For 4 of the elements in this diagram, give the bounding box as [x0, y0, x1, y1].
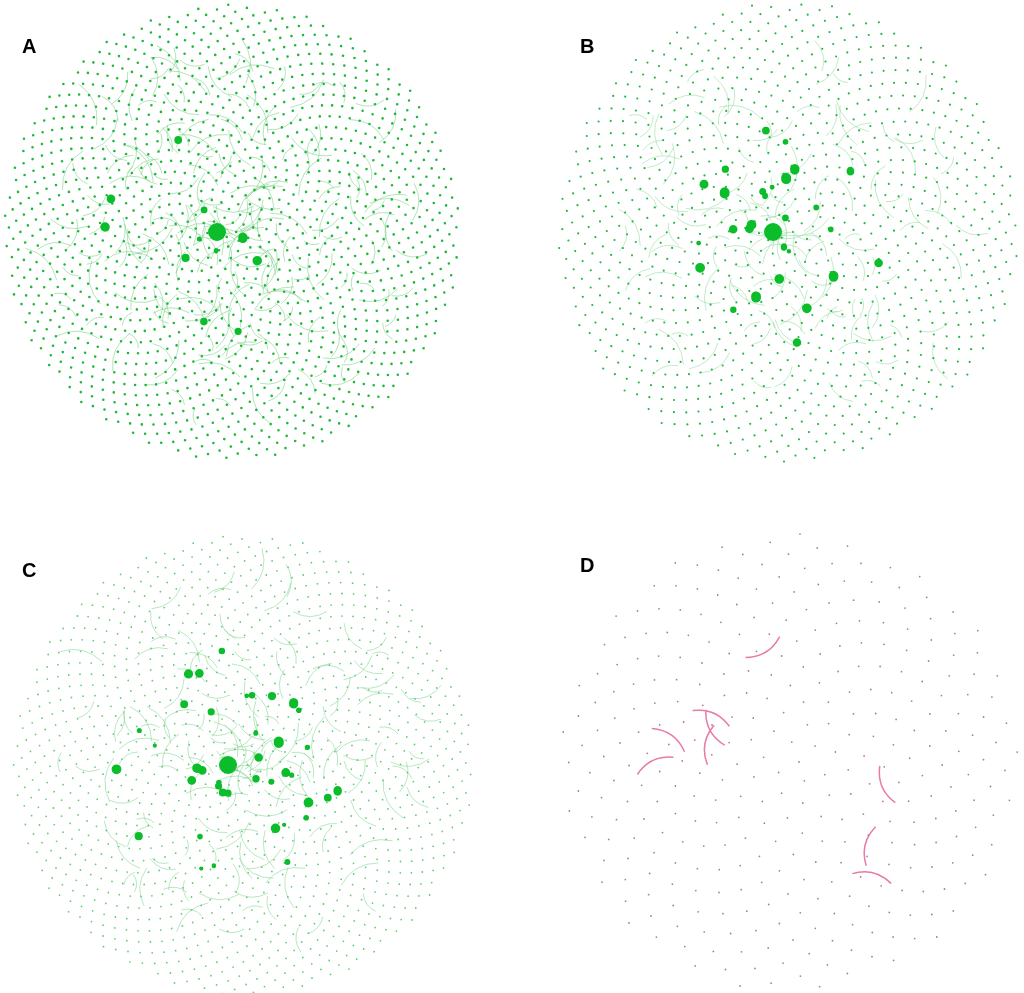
panel-label: A	[22, 36, 37, 56]
panel-label: B	[580, 36, 595, 56]
panel-label: C	[22, 560, 37, 580]
panel-label: D	[580, 555, 595, 575]
